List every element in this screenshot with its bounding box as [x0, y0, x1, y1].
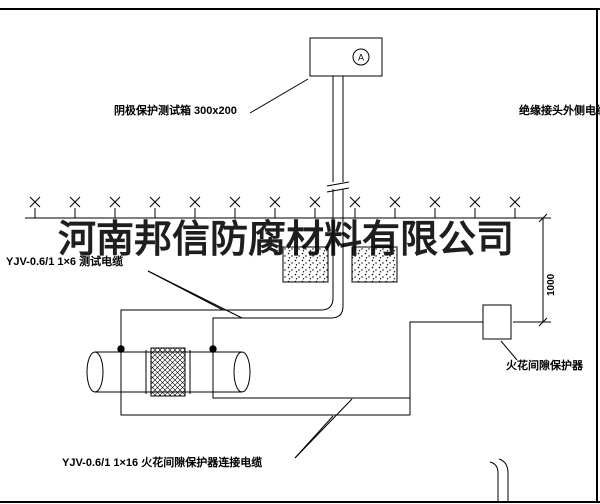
riser-conduit — [326, 76, 350, 306]
label-test-box: 阴极保护测试箱 300x200 — [114, 105, 237, 117]
connection-cable-leaders — [294, 398, 353, 459]
drawing-frame — [0, 8, 600, 503]
test-box-leader-line — [249, 78, 309, 114]
pipe-break-mark — [326, 187, 350, 193]
insulating-joint-hatch — [150, 347, 186, 397]
ground-line — [25, 196, 535, 219]
label-connection-cable: YJV-0.6/1 1×16 火花间隙保护器连接电缆 — [62, 457, 263, 469]
ammeter-letter: A — [358, 53, 364, 63]
dimension-tick — [538, 317, 548, 327]
spark-gap-protector-symbol — [409, 304, 518, 415]
company-watermark: 河南邦信防腐材料有限公司 — [58, 216, 515, 261]
label-test-cable: YJV-0.6/1 1×6 测试电缆 — [6, 256, 124, 268]
test-box-symbol: A — [249, 37, 383, 114]
concrete-blocks — [282, 246, 398, 283]
pipe-break-mark — [326, 181, 350, 187]
label-outer-cable: 绝缘接头外侧电缆 — [519, 105, 600, 117]
bottom-right-detail-symbol — [489, 458, 509, 502]
pipeline-symbol — [86, 345, 251, 397]
protector-leader-line — [500, 340, 518, 361]
cable-stud — [209, 345, 217, 353]
ammeter-circle-icon — [352, 48, 370, 66]
dimension-1000 — [513, 213, 551, 327]
test-cable-leader-line — [147, 270, 243, 319]
dimension-text-1000: 1000 — [546, 273, 557, 296]
test-cables — [120, 270, 410, 416]
cable-stud — [117, 345, 125, 353]
label-spark-gap-protector: 火花间隙保护器 — [506, 360, 583, 372]
dimension-tick — [538, 213, 548, 223]
